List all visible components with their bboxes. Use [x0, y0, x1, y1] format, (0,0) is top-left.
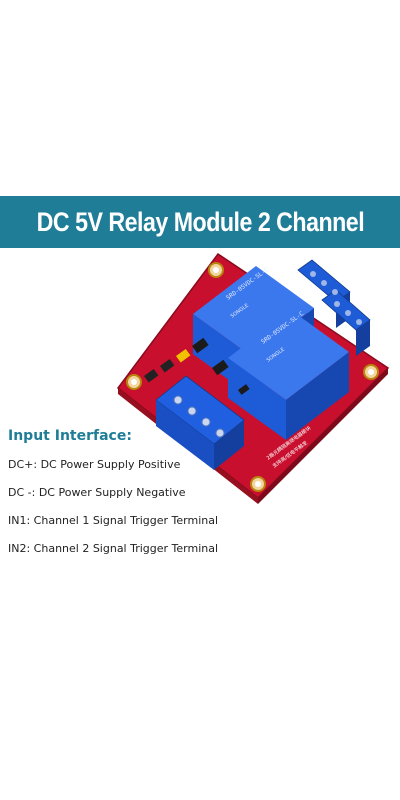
- spec-in2: IN2: Channel 2 Signal Trigger Terminal: [8, 542, 219, 555]
- relay-board-illustration: SRD-05VDC-SL-C SONGLE SRD-05VDC-SL-C SON…: [116, 252, 390, 504]
- title-banner: DC 5V Relay Module 2 Channel: [0, 196, 400, 248]
- input-interface-heading: Input Interface:: [8, 428, 132, 444]
- pin-label-in1: IN1: [188, 459, 200, 471]
- pin-label-dc-plus: DC+: [160, 437, 174, 452]
- pin-label-in2: IN2: [202, 470, 214, 482]
- spec-dc-minus: DC -: DC Power Supply Negative: [8, 486, 186, 499]
- spec-in1: IN1: Channel 1 Signal Trigger Terminal: [8, 514, 219, 527]
- input-terminal-block: [155, 375, 245, 470]
- relay-module-photo: SRD-05VDC-SL-C SONGLE SRD-05VDC-SL-C SON…: [108, 248, 400, 508]
- mounting-holes: [126, 262, 379, 492]
- jumper-headers: [144, 348, 191, 383]
- banner-title: DC 5V Relay Module 2 Channel: [36, 206, 364, 237]
- optocouplers: [192, 337, 250, 395]
- spec-dc-plus: DC+: DC Power Supply Positive: [8, 458, 181, 471]
- output-terminals: [297, 259, 371, 356]
